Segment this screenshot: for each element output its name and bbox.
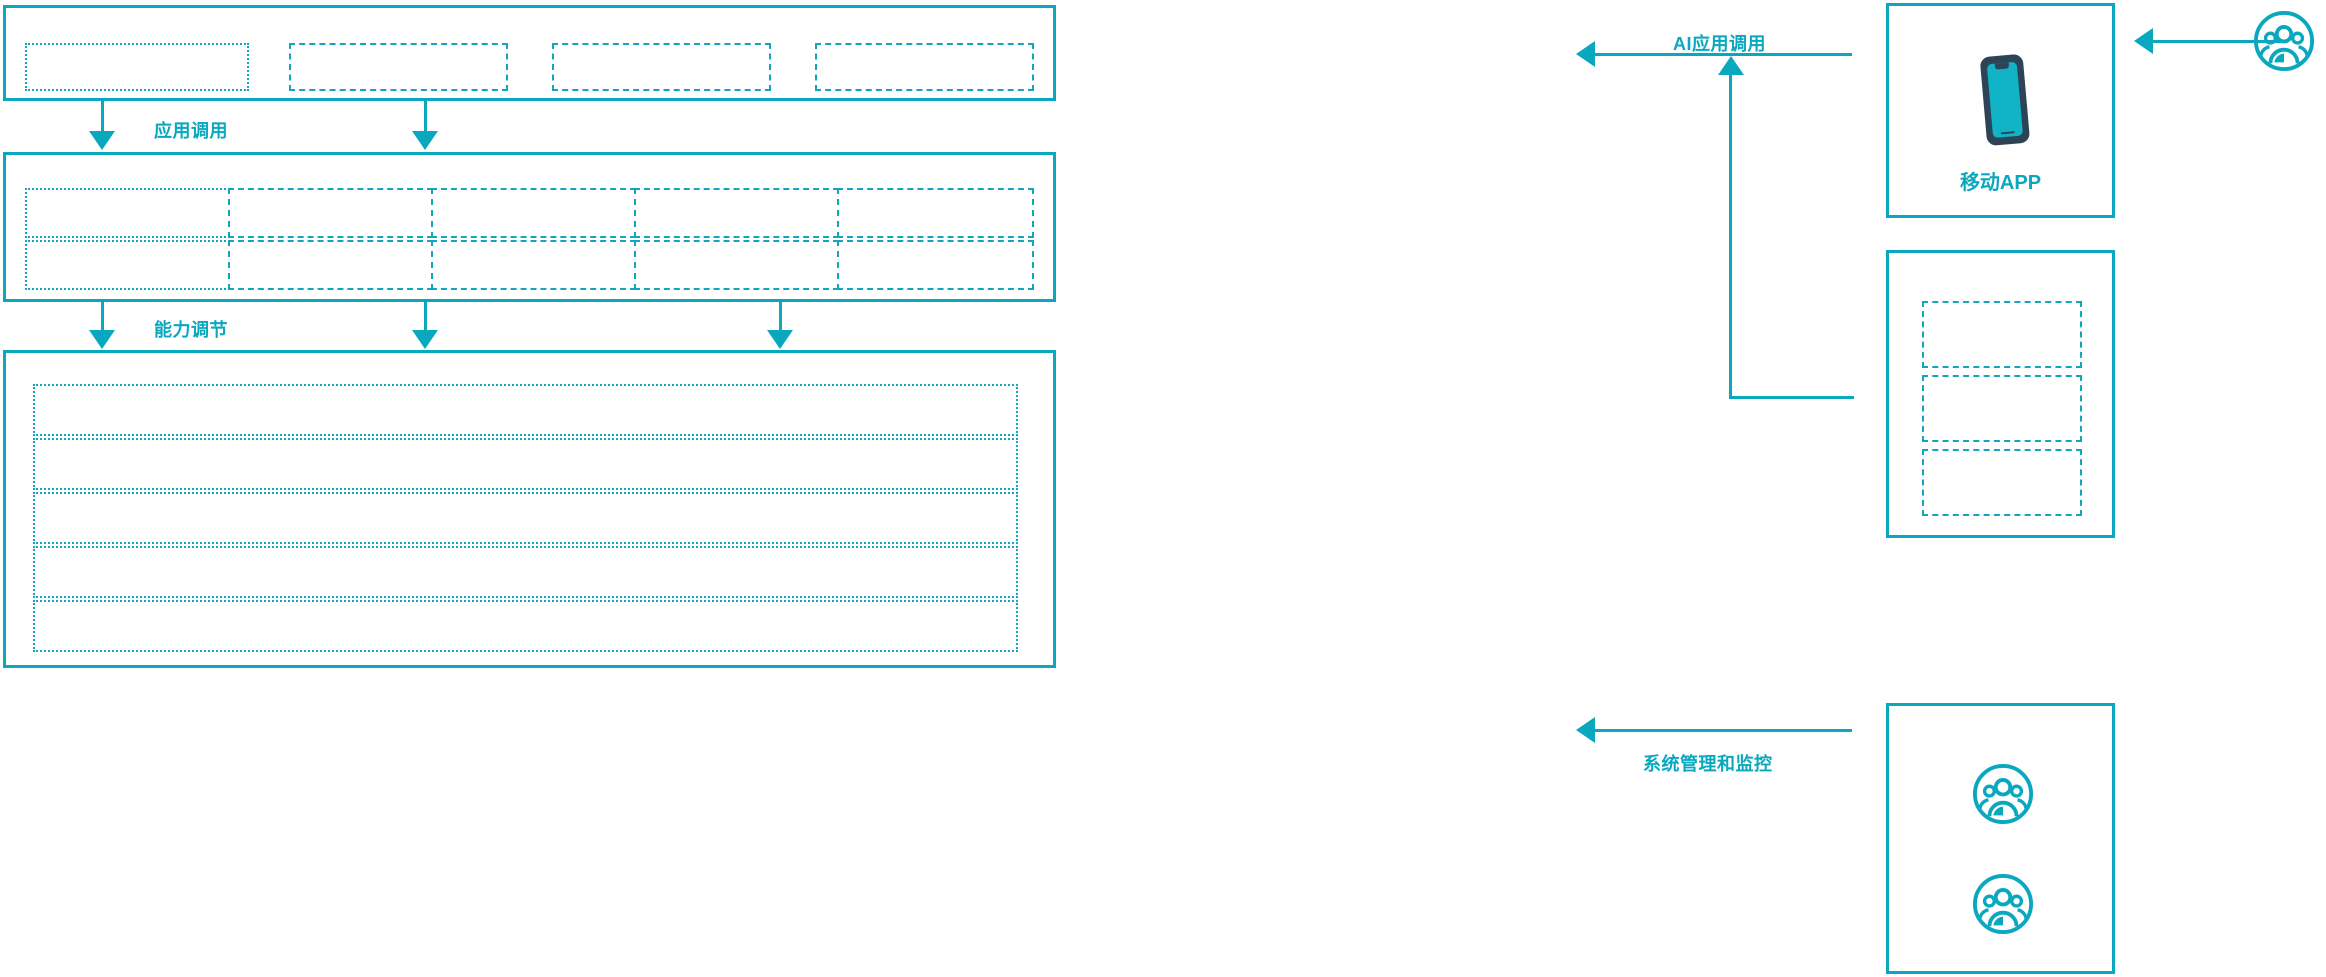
capability-adjust-arrowhead <box>767 330 793 349</box>
application-slot[interactable] <box>25 43 249 91</box>
platform-row[interactable] <box>33 492 1018 544</box>
system-monitor-connector-line <box>1594 729 1852 732</box>
channel-riser-line <box>1729 72 1732 399</box>
platform-layer-panel <box>3 350 1056 668</box>
capability-slot[interactable] <box>634 240 839 290</box>
app-call-connector-line <box>101 101 104 142</box>
channel-box <box>1886 250 2115 538</box>
capability-adjust-label: 能力调节 <box>154 320 228 340</box>
smartphone-icon <box>1973 51 2035 151</box>
capability-layer-panel <box>3 152 1056 302</box>
channel-slot[interactable] <box>1922 301 2082 368</box>
platform-row[interactable] <box>33 546 1018 598</box>
user-group-icon[interactable] <box>1972 763 2034 825</box>
app-call-arrowhead <box>89 131 115 150</box>
end-user-connector-line <box>2152 40 2284 43</box>
operations-box <box>1886 703 2115 974</box>
user-group-icon[interactable] <box>1972 873 2034 935</box>
platform-row[interactable] <box>33 384 1018 436</box>
capability-slot[interactable] <box>837 188 1034 238</box>
capability-slot[interactable] <box>634 188 839 238</box>
app-call-connector-line <box>424 101 427 142</box>
platform-row[interactable] <box>33 600 1018 652</box>
channel-riser-horizontal <box>1729 396 1854 399</box>
capability-adjust-connector-line <box>424 302 427 342</box>
system-monitor-label: 系统管理和监控 <box>1643 754 1773 774</box>
application-slot[interactable] <box>552 43 771 91</box>
application-slot[interactable] <box>289 43 508 91</box>
app-call-label: 应用调用 <box>154 121 228 141</box>
capability-adjust-connector-line <box>101 302 104 342</box>
capability-slot[interactable] <box>25 188 230 238</box>
end-user-arrowhead <box>2134 28 2153 54</box>
application-layer-panel <box>3 5 1056 101</box>
platform-row[interactable] <box>33 438 1018 490</box>
capability-slot[interactable] <box>431 240 636 290</box>
capability-adjust-arrowhead <box>412 330 438 349</box>
ai-app-call-arrowhead <box>1576 41 1595 67</box>
channel-slot[interactable] <box>1922 449 2082 516</box>
application-slot[interactable] <box>815 43 1034 91</box>
capability-slot[interactable] <box>25 240 230 290</box>
capability-slot[interactable] <box>228 240 433 290</box>
channel-slot[interactable] <box>1922 375 2082 442</box>
system-monitor-arrowhead <box>1576 717 1595 743</box>
user-group-icon[interactable] <box>2253 10 2315 72</box>
capability-slot[interactable] <box>228 188 433 238</box>
app-call-arrowhead <box>412 131 438 150</box>
ai-app-call-connector-line <box>1594 53 1852 56</box>
capability-slot[interactable] <box>431 188 636 238</box>
capability-adjust-connector-line <box>779 302 782 342</box>
capability-adjust-arrowhead <box>89 330 115 349</box>
channel-riser-arrowhead <box>1718 56 1744 75</box>
ai-app-call-label: AI应用调用 <box>1673 34 1766 54</box>
mobile-app-box[interactable]: 移动APP <box>1886 3 2115 218</box>
capability-slot[interactable] <box>837 240 1034 290</box>
mobile-app-label: 移动APP <box>1959 172 2042 194</box>
